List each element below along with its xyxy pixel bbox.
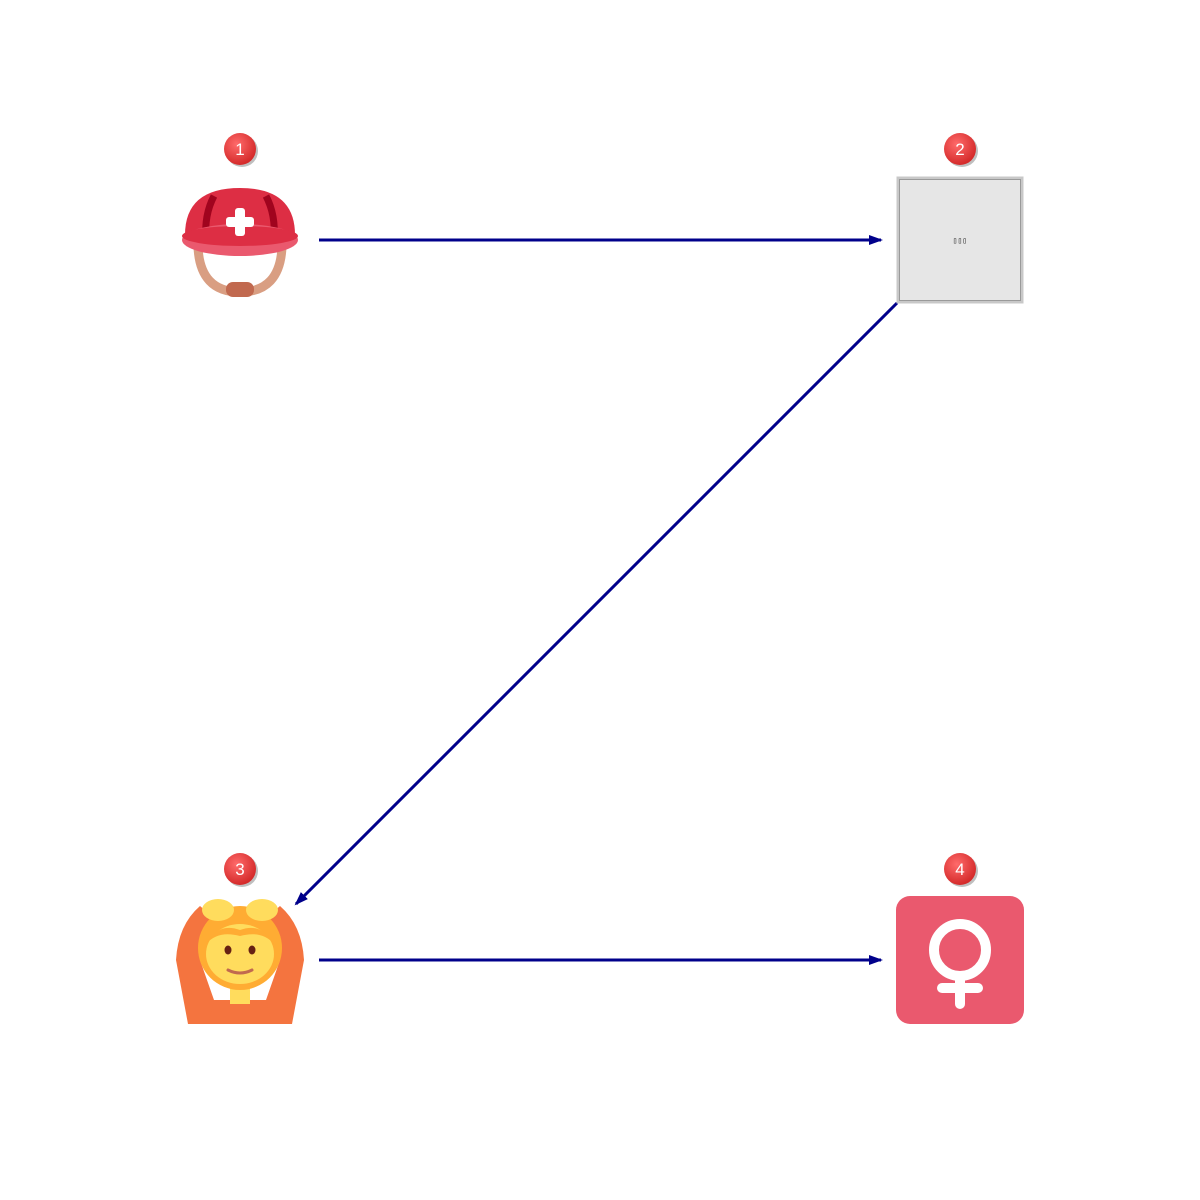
- node-2[interactable]: 2 ▯▯▯: [896, 133, 1024, 304]
- svg-text:2: 2: [955, 140, 964, 159]
- node-1[interactable]: 1: [182, 133, 298, 297]
- missing-glyph-label: ▯▯▯: [953, 236, 967, 245]
- node-4[interactable]: 4: [896, 853, 1024, 1024]
- svg-text:3: 3: [235, 860, 244, 879]
- person-gesturing-ok-icon: [176, 899, 304, 1024]
- node-badge-1: 1: [224, 133, 258, 167]
- female-sign-icon: [896, 896, 1024, 1024]
- svg-text:4: 4: [955, 860, 964, 879]
- rescue-worker-helmet-icon: [182, 188, 298, 297]
- svg-text:1: 1: [235, 140, 244, 159]
- node-badge-2: 2: [944, 133, 978, 167]
- node-badge-3: 3: [224, 853, 258, 887]
- missing-glyph-box: ▯▯▯: [896, 176, 1024, 304]
- node-3[interactable]: 3: [176, 853, 304, 1024]
- node-badge-4: 4: [944, 853, 978, 887]
- edges: [294, 235, 899, 965]
- edge-2-to-3: [294, 301, 899, 906]
